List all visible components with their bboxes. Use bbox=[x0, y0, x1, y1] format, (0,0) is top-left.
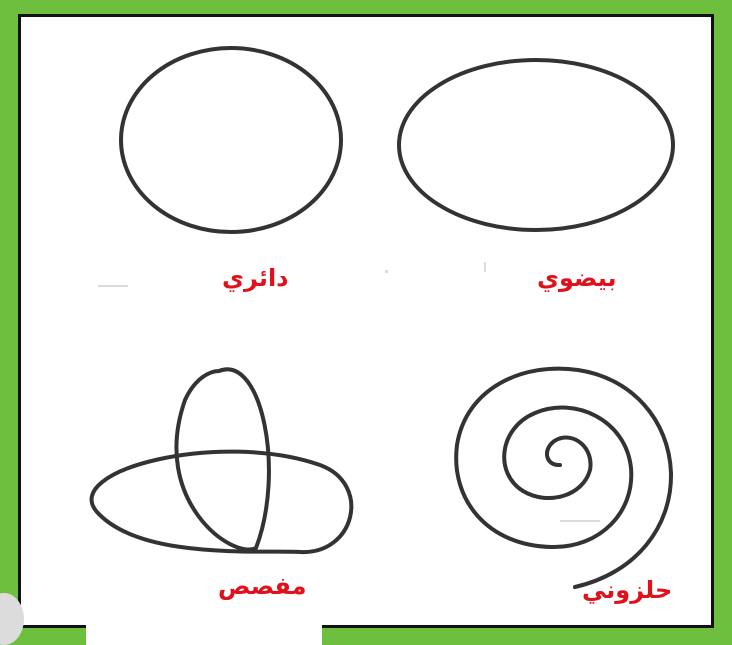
elliptical-label: بيضوي bbox=[537, 264, 617, 292]
bottom-white-card bbox=[86, 605, 322, 645]
circular-label: دائري bbox=[222, 264, 288, 292]
scan-noise bbox=[98, 262, 600, 522]
ellipse-shape bbox=[399, 60, 673, 230]
spiral-shape bbox=[456, 369, 671, 587]
spiral-label: حلزوني bbox=[582, 576, 672, 604]
cursive-label: مفصص bbox=[218, 572, 307, 600]
circle-shape bbox=[121, 48, 341, 232]
trefoil-shape bbox=[92, 369, 352, 552]
corner-watermark-mark bbox=[0, 583, 40, 645]
